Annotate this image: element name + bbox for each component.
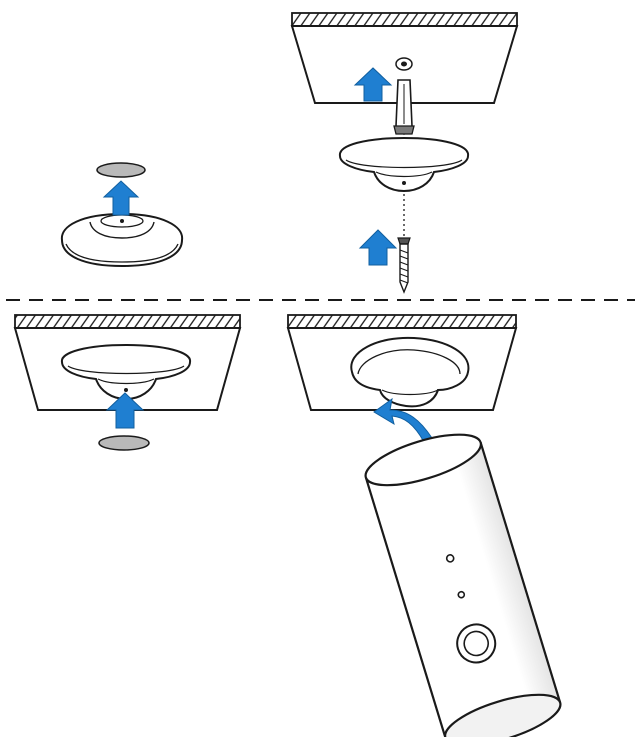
mount-base	[61, 343, 191, 401]
camera-led-dot	[457, 590, 466, 599]
mount-base	[350, 336, 470, 408]
arrow-up-icon	[102, 180, 140, 216]
step-adhesive-mount	[13, 314, 242, 451]
arrow-up-icon	[358, 229, 398, 266]
camera-top	[364, 433, 482, 487]
arrow-up-icon	[105, 392, 145, 429]
curved-arrow-icon	[373, 397, 433, 443]
camera-lens-inner	[463, 630, 490, 657]
step-screw-mount	[290, 12, 519, 294]
mount-base	[339, 136, 469, 193]
mount-base	[60, 212, 184, 268]
screw	[397, 237, 411, 294]
adhesive-pad	[96, 162, 146, 178]
step-remove-pad-from-base	[60, 162, 184, 268]
wall-anchor	[393, 79, 415, 136]
camera-sensor-dot	[445, 554, 455, 563]
step-attach-camera	[286, 314, 562, 737]
camera-body	[364, 433, 562, 737]
arrow-up-icon	[353, 67, 393, 102]
adhesive-pad	[98, 435, 150, 451]
